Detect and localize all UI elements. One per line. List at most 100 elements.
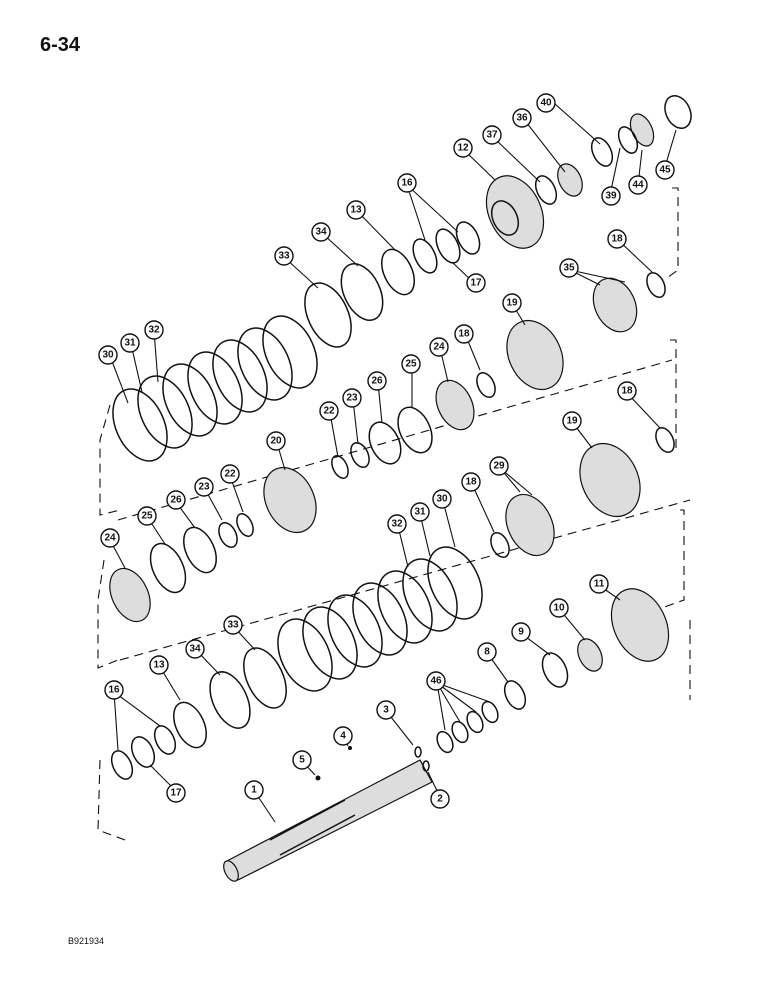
svg-text:29: 29 <box>493 461 505 472</box>
callout-19-a: 19 <box>502 293 522 313</box>
plate-33-a <box>304 282 352 348</box>
svg-text:22: 22 <box>323 406 335 417</box>
dashed-routing-line <box>97 187 691 841</box>
callout-8: 8 <box>477 642 497 662</box>
shaft-1 <box>223 746 433 882</box>
svg-text:1: 1 <box>251 785 257 796</box>
spring-19-b <box>579 442 641 518</box>
middle-parts-row <box>109 319 675 623</box>
callout-2: 2 <box>430 789 450 809</box>
callout-13-a: 13 <box>346 200 366 220</box>
piston-24-a <box>435 379 475 431</box>
callout-22-b: 22 <box>220 464 240 484</box>
callout-33-a: 33 <box>274 246 294 266</box>
callout-34-b: 34 <box>185 639 205 659</box>
seal-26-b <box>183 526 217 574</box>
ring-46-c <box>451 720 469 744</box>
callout-36: 36 <box>512 108 532 128</box>
plate-33-b <box>243 647 287 709</box>
callout-16-a: 16 <box>397 173 417 193</box>
svg-text:3: 3 <box>383 705 389 716</box>
svg-text:25: 25 <box>405 359 417 370</box>
top-parts-row <box>304 95 692 348</box>
ring-23-a <box>350 441 370 469</box>
svg-text:13: 13 <box>153 660 165 671</box>
ring-18-a <box>646 271 666 299</box>
page-number: 6-34 <box>40 34 81 56</box>
piston-29 <box>505 493 555 557</box>
svg-text:40: 40 <box>540 98 552 109</box>
svg-text:18: 18 <box>465 477 477 488</box>
svg-text:5: 5 <box>299 755 305 766</box>
washer-40 <box>590 137 614 167</box>
svg-text:35: 35 <box>563 263 575 274</box>
callout-18-c: 18 <box>617 381 637 401</box>
svg-text:31: 31 <box>124 338 136 349</box>
callout-39: 39 <box>601 186 621 206</box>
svg-text:23: 23 <box>198 482 210 493</box>
callout-18-a: 18 <box>607 229 627 249</box>
svg-text:16: 16 <box>401 178 413 189</box>
ring-16-c <box>153 725 177 755</box>
callout-30-b: 30 <box>432 489 452 509</box>
callout-18-b: 18 <box>454 324 474 344</box>
svg-text:44: 44 <box>632 180 644 191</box>
ring-18-d <box>490 531 510 559</box>
callout-34-a: 34 <box>311 222 331 242</box>
ring-8 <box>503 680 527 710</box>
svg-text:24: 24 <box>104 533 116 544</box>
callout-25-a: 25 <box>401 354 421 374</box>
callout-45: 45 <box>655 160 675 180</box>
callout-46: 46 <box>426 671 446 691</box>
svg-text:17: 17 <box>470 278 482 289</box>
callout-29: 29 <box>489 456 509 476</box>
ring-34-b <box>209 671 251 729</box>
lower-parts-row <box>110 588 670 780</box>
washer-37 <box>534 175 558 205</box>
callout-9: 9 <box>511 622 531 642</box>
callout-24-a: 24 <box>429 337 449 357</box>
svg-text:37: 37 <box>486 130 498 141</box>
callout-25-b: 25 <box>137 506 157 526</box>
callout-5: 5 <box>292 750 312 770</box>
svg-text:4: 4 <box>340 731 346 742</box>
ring-34-a <box>340 263 384 321</box>
svg-text:30: 30 <box>102 350 114 361</box>
svg-text:22: 22 <box>224 469 236 480</box>
ring-22-b <box>236 512 254 538</box>
snap-ring-13-b <box>173 701 207 749</box>
svg-text:12: 12 <box>457 143 469 154</box>
callout-10: 10 <box>549 598 569 618</box>
svg-text:24: 24 <box>433 342 445 353</box>
callout-30-a: 30 <box>98 345 118 365</box>
clutch-pack-b <box>277 546 483 692</box>
piston-35 <box>592 277 638 333</box>
callout-37: 37 <box>482 125 502 145</box>
callout-20: 20 <box>266 431 286 451</box>
ball-4 <box>348 746 352 750</box>
svg-text:19: 19 <box>506 298 518 309</box>
ring-46-b <box>466 710 484 734</box>
svg-text:33: 33 <box>278 251 290 262</box>
figure-code: B921934 <box>68 936 105 946</box>
svg-text:26: 26 <box>170 495 182 506</box>
svg-text:9: 9 <box>518 627 524 638</box>
seal-25-b <box>149 542 187 594</box>
svg-text:18: 18 <box>611 234 623 245</box>
svg-text:34: 34 <box>189 644 201 655</box>
callout-23-a: 23 <box>342 388 362 408</box>
ring-16-d <box>110 750 134 780</box>
svg-text:39: 39 <box>605 191 617 202</box>
washer-17-a <box>435 228 461 264</box>
svg-text:11: 11 <box>594 579 605 590</box>
callout-24-b: 24 <box>100 528 120 548</box>
svg-text:31: 31 <box>414 507 426 518</box>
svg-text:10: 10 <box>553 603 565 614</box>
callout-4: 4 <box>333 726 353 746</box>
svg-text:2: 2 <box>437 794 443 805</box>
callout-23-b: 23 <box>194 477 214 497</box>
ring-18-c <box>655 426 675 454</box>
svg-text:45: 45 <box>659 165 671 176</box>
svg-text:18: 18 <box>458 329 470 340</box>
